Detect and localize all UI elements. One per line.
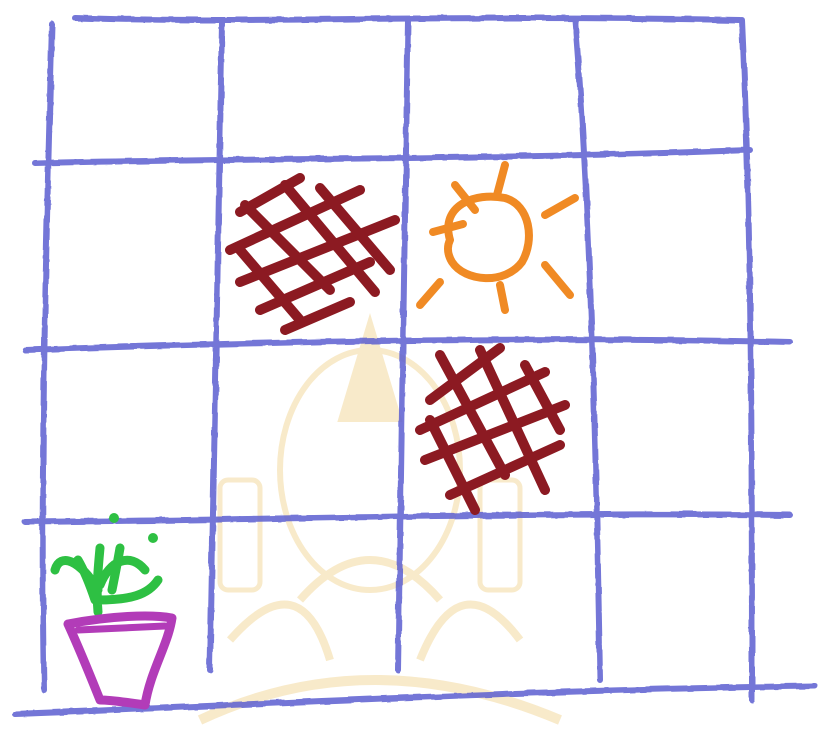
paint-dot (109, 513, 119, 523)
grid-line-v (43, 24, 52, 690)
cross-hatch-mark (420, 348, 565, 510)
cross-hatch-mark (230, 178, 395, 330)
sun-drawing (420, 165, 575, 310)
paint-dot (148, 533, 158, 543)
grid-line-v (575, 20, 600, 680)
grid-line-h (25, 340, 790, 350)
grid-line-v (742, 20, 752, 700)
grid-line-h (25, 514, 790, 522)
grid-line-h (35, 150, 750, 163)
potted-plant-drawing (55, 513, 172, 705)
